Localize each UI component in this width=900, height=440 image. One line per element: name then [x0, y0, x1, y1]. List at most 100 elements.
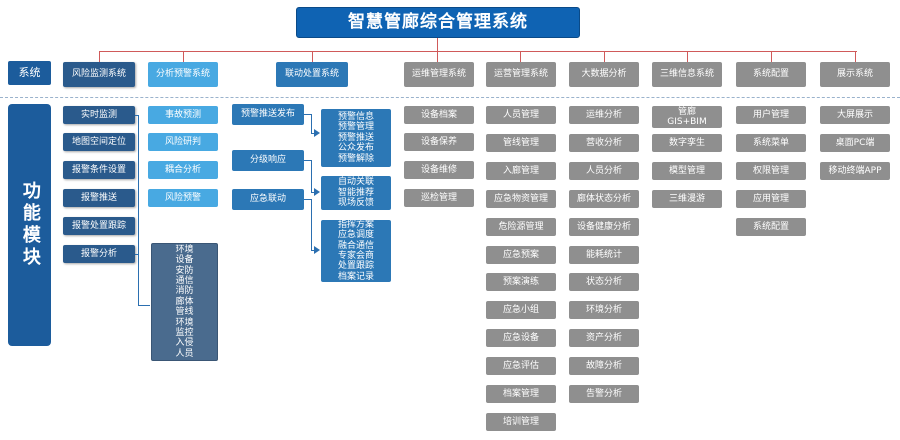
module-app-mgmt[interactable]: 应用管理 [736, 190, 806, 208]
detail-item: 现场反馈 [337, 198, 374, 209]
module-graded-response[interactable]: 分级响应 [232, 150, 304, 171]
system-operation-mgmt[interactable]: 运营管理系统 [486, 62, 556, 87]
module-emergency-team[interactable]: 应急小组 [486, 301, 556, 319]
system-label: 系统 [8, 61, 51, 85]
module-alarm-analysis-2[interactable]: 告警分析 [569, 385, 639, 403]
detail-item: 专家会商 [337, 251, 374, 261]
risk-category: 安防 [175, 265, 194, 276]
module-plan-drill[interactable]: 预案演练 [486, 273, 556, 291]
module-inspection-mgmt[interactable]: 巡检管理 [404, 189, 474, 207]
module-emergency-supplies[interactable]: 应急物资管理 [486, 190, 556, 208]
module-system-menu[interactable]: 系统菜单 [736, 134, 806, 152]
detail-item: 融合通信 [337, 240, 374, 251]
risk-category: 通信 [175, 276, 194, 287]
module-personnel-analysis[interactable]: 人员分析 [569, 162, 639, 180]
module-entry-mgmt[interactable]: 入廊管理 [486, 162, 556, 180]
risk-category: 消防 [175, 286, 194, 297]
module-archive-mgmt[interactable]: 档案管理 [486, 385, 556, 403]
module-equipment-archive[interactable]: 设备档案 [404, 106, 474, 124]
detail-item: 公众发布 [337, 143, 374, 154]
risk-category: 廊体 [175, 296, 194, 307]
module-training-mgmt[interactable]: 培训管理 [486, 413, 556, 431]
bracket [135, 254, 139, 255]
module-permission-mgmt[interactable]: 权限管理 [736, 162, 806, 180]
system-ops-mgmt[interactable]: 运维管理系统 [404, 62, 474, 87]
module-status-analysis[interactable]: 状态分析 [569, 273, 639, 291]
module-alarm-tracking[interactable]: 报警处置跟踪 [63, 217, 135, 235]
module-mobile-app[interactable]: 移动终端APP [820, 162, 890, 180]
module-pipeline-mgmt[interactable]: 管线管理 [486, 134, 556, 152]
module-fault-analysis[interactable]: 故障分析 [569, 357, 639, 375]
module-emergency-plan[interactable]: 应急预案 [486, 246, 556, 264]
system-config[interactable]: 系统配置 [736, 62, 806, 87]
system-3d-info[interactable]: 三维信息系统 [652, 62, 722, 87]
module-emergency-evaluation[interactable]: 应急评估 [486, 357, 556, 375]
tree-stem [437, 38, 438, 51]
module-alarm-analysis[interactable]: 报警分析 [63, 245, 135, 263]
connector [304, 160, 312, 161]
module-equipment-health[interactable]: 设备健康分析 [569, 218, 639, 236]
module-revenue-analysis[interactable]: 营收分析 [569, 134, 639, 152]
system-analysis-warning[interactable]: 分析预警系统 [148, 62, 218, 87]
risk-category: 环境 [175, 317, 194, 328]
detail-item: 预警解除 [337, 153, 374, 164]
detail-item: 自动关联 [337, 177, 374, 188]
arrow-icon [314, 246, 320, 254]
risk-category: 环境 [175, 245, 194, 256]
tree-drop [437, 51, 438, 62]
module-warning-push[interactable]: 预警推送发布 [232, 104, 304, 125]
tree-drop [604, 51, 605, 62]
bracket [135, 115, 139, 116]
module-emergency-equipment[interactable]: 应急设备 [486, 329, 556, 347]
connector [311, 160, 312, 193]
module-energy-stats[interactable]: 能耗统计 [569, 246, 639, 264]
module-equipment-maintenance[interactable]: 设备保养 [404, 133, 474, 151]
risk-category: 入侵 [175, 338, 194, 349]
module-risk-assessment[interactable]: 风险研判 [148, 133, 218, 151]
module-alarm-condition[interactable]: 报警条件设置 [63, 161, 135, 179]
tree-drop [855, 51, 856, 62]
connector [304, 199, 312, 200]
module-user-mgmt[interactable]: 用户管理 [736, 106, 806, 124]
module-gis-bim[interactable]: 管廊 GIS+BIM [652, 106, 722, 128]
module-accident-prediction[interactable]: 事故预测 [148, 106, 218, 124]
module-personnel-mgmt[interactable]: 人员管理 [486, 106, 556, 124]
risk-category: 人员 [175, 348, 194, 359]
system-risk-monitoring[interactable]: 风险监测系统 [63, 62, 135, 87]
module-realtime-monitoring[interactable]: 实时监测 [63, 106, 135, 124]
connector [311, 192, 315, 193]
detail-item: 智能推荐 [337, 187, 374, 198]
module-coupling-analysis[interactable]: 耦合分析 [148, 161, 218, 179]
system-big-data[interactable]: 大数据分析 [569, 62, 639, 87]
module-big-screen[interactable]: 大屏展示 [820, 106, 890, 124]
module-hazard-mgmt[interactable]: 危险源管理 [486, 218, 556, 236]
module-environment-analysis[interactable]: 环境分析 [569, 301, 639, 319]
linkage-emergency-details: 指挥方案 应急调度 融合通信 专家会商 处置跟踪 档案记录 [321, 220, 391, 282]
tree-drop [520, 51, 521, 62]
detail-item: 档案记录 [337, 271, 374, 282]
module-corridor-status[interactable]: 廊体状态分析 [569, 190, 639, 208]
connector [311, 250, 315, 251]
module-system-config[interactable]: 系统配置 [736, 218, 806, 236]
module-emergency-linkage[interactable]: 应急联动 [232, 189, 304, 210]
risk-category: 监控 [175, 327, 194, 338]
system-display[interactable]: 展示系统 [820, 62, 890, 87]
risk-category: 设备 [175, 255, 194, 266]
module-model-mgmt[interactable]: 模型管理 [652, 162, 722, 180]
detail-item: 预警管理 [337, 122, 374, 133]
module-map-location[interactable]: 地图空间定位 [63, 133, 135, 151]
module-asset-analysis[interactable]: 资产分析 [569, 329, 639, 347]
module-risk-warning[interactable]: 风险预警 [148, 189, 218, 207]
tree-drop [183, 51, 184, 62]
module-ops-analysis[interactable]: 运维分析 [569, 106, 639, 124]
module-equipment-repair[interactable]: 设备维修 [404, 161, 474, 179]
detail-item: 指挥方案 [337, 219, 374, 230]
module-digital-twin[interactable]: 数字孪生 [652, 134, 722, 152]
module-desktop-pc[interactable]: 桌面PC端 [820, 134, 890, 152]
tree-drop [771, 51, 772, 62]
risk-category: 管线 [175, 307, 194, 318]
module-alarm-push[interactable]: 报警推送 [63, 189, 135, 207]
system-linkage[interactable]: 联动处置系统 [276, 62, 348, 87]
connector [311, 199, 312, 251]
module-3d-roaming[interactable]: 三维漫游 [652, 190, 722, 208]
